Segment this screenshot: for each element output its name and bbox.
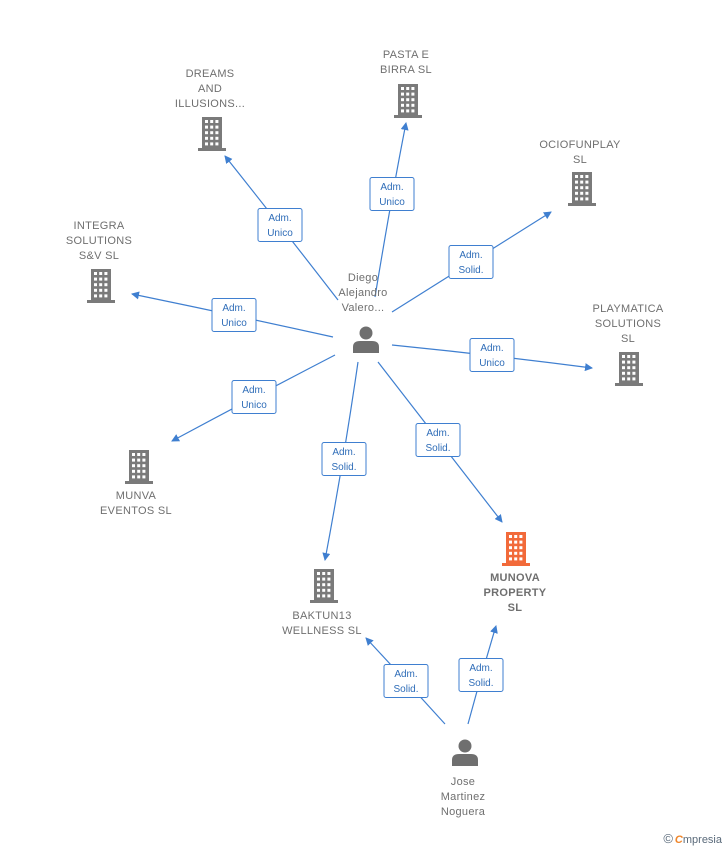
edge-label[interactable]: Adm. Solid. [321, 442, 367, 476]
copyright-symbol: © [663, 831, 673, 846]
node-label-line: S&V SL [79, 250, 119, 262]
node-munva[interactable]: MUNVA EVENTOS SL [100, 450, 172, 517]
edge-label-text: Solid. [331, 462, 356, 473]
node-label-line: Alejandro [338, 287, 387, 299]
brand-name-rest: mpresia [682, 834, 722, 846]
node-ociofun[interactable]: OCIOFUNPLAY SL [539, 139, 621, 206]
building-icon [502, 532, 530, 566]
node-label-line: SOLUTIONS [66, 235, 132, 247]
edge-label[interactable]: Adm. Unico [231, 380, 277, 414]
edge-label-text: Adm. [268, 213, 291, 224]
edge-label-text: Unico [267, 228, 293, 239]
node-label-line: WELLNESS SL [282, 625, 362, 637]
node-playmatica[interactable]: PLAYMATICA SOLUTIONS SL [592, 303, 664, 386]
edge-label-text: Solid. [458, 265, 483, 276]
node-label-line: SL [573, 154, 587, 166]
node-label-line: OCIOFUNPLAY [539, 139, 621, 151]
node-label-line: SL [508, 602, 523, 614]
node-label-line: SL [621, 333, 635, 345]
edge-label[interactable]: Adm. Solid. [383, 664, 429, 698]
node-label-line: PASTA E [383, 49, 429, 61]
edge-label[interactable]: Adm. Unico [211, 298, 257, 332]
edge-label-text: Adm. [380, 182, 403, 193]
edge-label-text: Adm. [222, 303, 245, 314]
node-munova[interactable]: MUNOVA PROPERTY SL [484, 532, 547, 614]
node-label-line: BIRRA SL [380, 64, 432, 76]
edge-label-text: Unico [241, 400, 267, 411]
node-label-line: BAKTUN13 [292, 610, 351, 622]
person-icon [353, 326, 379, 353]
edge-label-text: Adm. [459, 250, 482, 261]
edge-label-text: Solid. [468, 678, 493, 689]
edge-label-text: Adm. [394, 669, 417, 680]
building-icon [568, 172, 596, 206]
edge-label-text: Adm. [426, 428, 449, 439]
edge-label-text: Adm. [332, 447, 355, 458]
node-integra[interactable]: INTEGRA SOLUTIONS S&V SL [66, 220, 132, 303]
building-icon [198, 117, 226, 151]
node-label-line: Noguera [441, 806, 486, 818]
node-label-line: DREAMS [186, 68, 235, 80]
edge-label-text: Unico [221, 318, 247, 329]
brand-initial: C [674, 834, 683, 846]
edge-label[interactable]: Adm. Unico [369, 177, 415, 211]
edge-label-text: Adm. [469, 663, 492, 674]
node-label-line: MUNVA [116, 490, 157, 502]
node-label-line: Valero... [342, 302, 385, 314]
node-pasta[interactable]: PASTA E BIRRA SL [380, 49, 432, 118]
node-dreams[interactable]: DREAMS AND ILLUSIONS... [175, 68, 245, 151]
edge-label-text: Adm. [242, 385, 265, 396]
node-label-line: Diego [348, 272, 378, 284]
edge-label-text: Solid. [425, 443, 450, 454]
node-label-line: MUNOVA [490, 572, 540, 584]
node-label-line: Martinez [441, 791, 486, 803]
edge-label-text: Adm. [480, 343, 503, 354]
edge-label-text: Solid. [393, 684, 418, 695]
edge-label[interactable]: Adm. Unico [469, 338, 515, 372]
person-icon [452, 739, 478, 766]
edge-label[interactable]: Adm. Solid. [448, 245, 494, 279]
building-icon [394, 84, 422, 118]
node-diego[interactable]: DiegoAlejandroValero... [338, 272, 387, 353]
edge-label[interactable]: Adm. Solid. [458, 658, 504, 692]
node-label-line: EVENTOS SL [100, 505, 172, 517]
node-label-line: SOLUTIONS [595, 318, 661, 330]
edge-label[interactable]: Adm. Unico [257, 208, 303, 242]
node-label-line: PLAYMATICA [592, 303, 663, 315]
node-label-line: ILLUSIONS... [175, 98, 245, 110]
node-label-line: INTEGRA [74, 220, 125, 232]
edge-label[interactable]: Adm. Solid. [415, 423, 461, 457]
node-label-line: Jose [451, 776, 475, 788]
node-label-line: AND [198, 83, 222, 95]
edge-label-text: Unico [379, 197, 405, 208]
building-icon [310, 569, 338, 603]
building-icon [87, 269, 115, 303]
node-label-line: PROPERTY [484, 587, 547, 599]
building-icon [125, 450, 153, 484]
building-icon [615, 352, 643, 386]
edge-label-text: Unico [479, 358, 505, 369]
empresia-watermark: ©Cmpresia [663, 831, 722, 846]
